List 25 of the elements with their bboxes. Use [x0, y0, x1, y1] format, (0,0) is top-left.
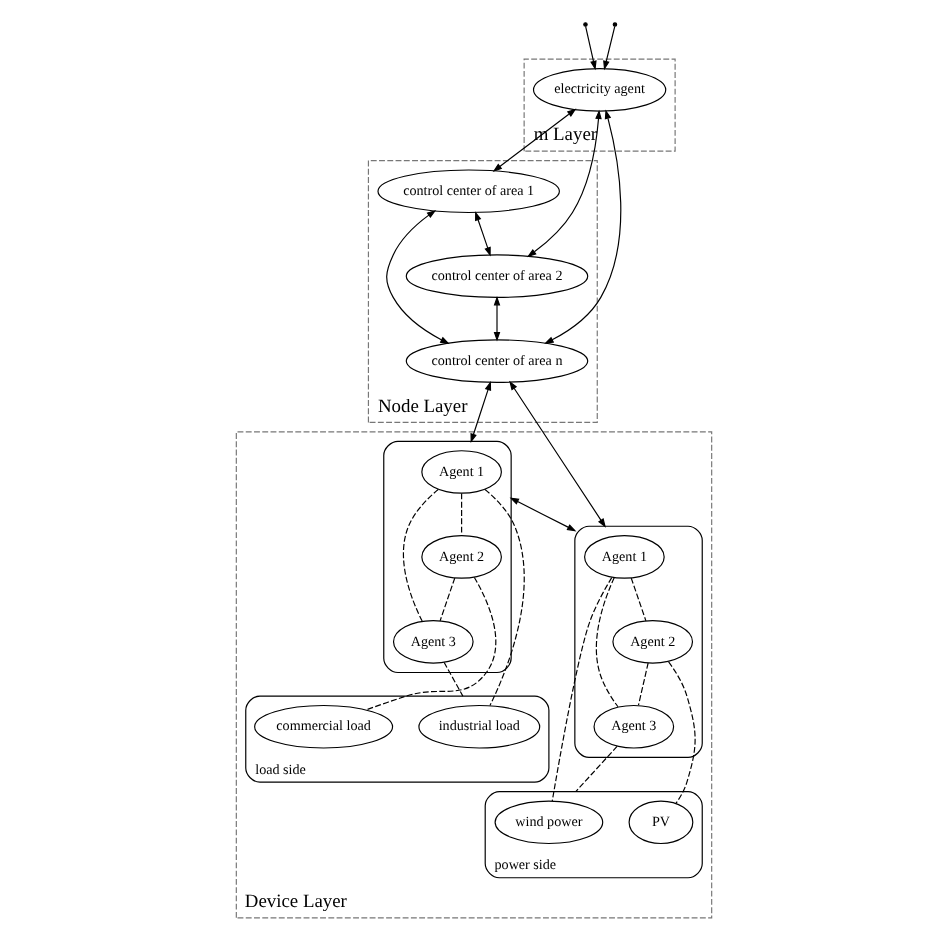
- connector: [443, 661, 464, 696]
- arrow: [585, 24, 597, 70]
- cluster: [383, 439, 512, 673]
- arrow: [527, 108, 602, 257]
- arrow: [603, 24, 616, 70]
- cluster: [574, 524, 703, 757]
- arrow: [470, 380, 492, 442]
- arrow: [492, 107, 577, 171]
- arrow: [509, 379, 606, 527]
- connector: [575, 744, 618, 792]
- arrow: [493, 294, 501, 341]
- connector: [637, 661, 649, 705]
- connector: [484, 487, 525, 706]
- connector: [551, 576, 613, 801]
- arrow: [544, 108, 622, 343]
- connector: [439, 576, 456, 621]
- connector: [402, 487, 439, 621]
- connector: [595, 576, 619, 707]
- arrow: [475, 210, 491, 256]
- arrow: [509, 496, 577, 531]
- connector: [668, 660, 696, 803]
- arrow: [386, 208, 450, 343]
- connector: [630, 576, 647, 621]
- connector: [461, 492, 463, 536]
- connector: [365, 575, 497, 710]
